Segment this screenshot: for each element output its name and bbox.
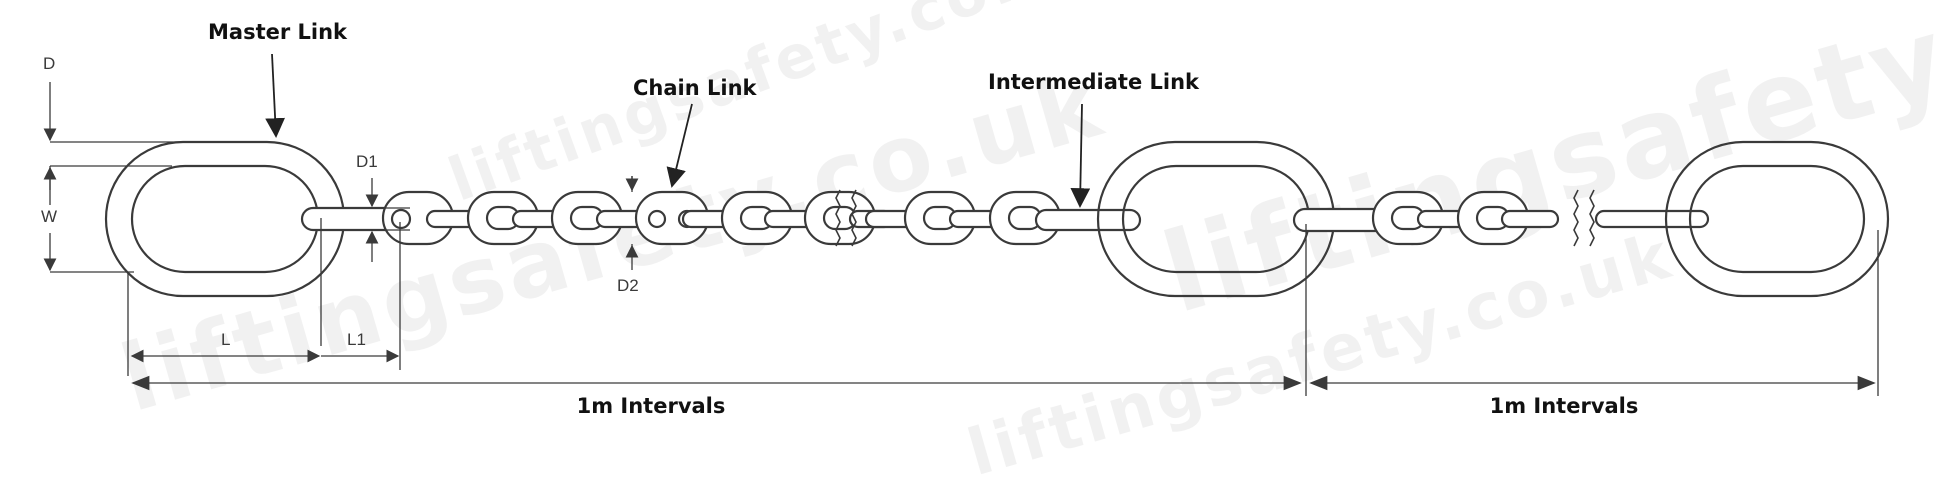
- chain-break-2: [1573, 189, 1595, 247]
- dim-d2-label: D2: [617, 276, 639, 295]
- chain-link-callout-arrow: [666, 103, 693, 188]
- chain-link-label: Chain Link: [633, 76, 757, 100]
- dim-l-label: L: [221, 330, 231, 349]
- dim-w-label: W: [41, 207, 58, 226]
- chain-links-4: [1594, 209, 1710, 229]
- right-master-link-outer: [1664, 140, 1890, 298]
- chain-links-3: [1292, 190, 1560, 246]
- middle-master-link-inner: [1121, 164, 1311, 274]
- chain-links-2: [864, 190, 1142, 246]
- chain-links: [381, 190, 894, 246]
- master-link-label: Master Link: [208, 20, 348, 44]
- dim-l1-label: L1: [347, 330, 366, 349]
- intermediate-link-callout-arrow: [1070, 103, 1091, 208]
- interval-label-2: 1m Intervals: [1489, 394, 1639, 418]
- master-link-inner: [130, 164, 320, 274]
- master-link-callout-arrow: [265, 53, 286, 138]
- chain-diagram: [43, 53, 1890, 396]
- chain-break-1: [835, 189, 857, 247]
- dim-d1-label: D1: [356, 152, 378, 171]
- right-master-link-inner: [1688, 164, 1866, 274]
- intermediate-link-label: Intermediate Link: [988, 70, 1200, 94]
- dim-d-label: D: [43, 54, 56, 73]
- interval-label-1: 1m Intervals: [576, 394, 726, 418]
